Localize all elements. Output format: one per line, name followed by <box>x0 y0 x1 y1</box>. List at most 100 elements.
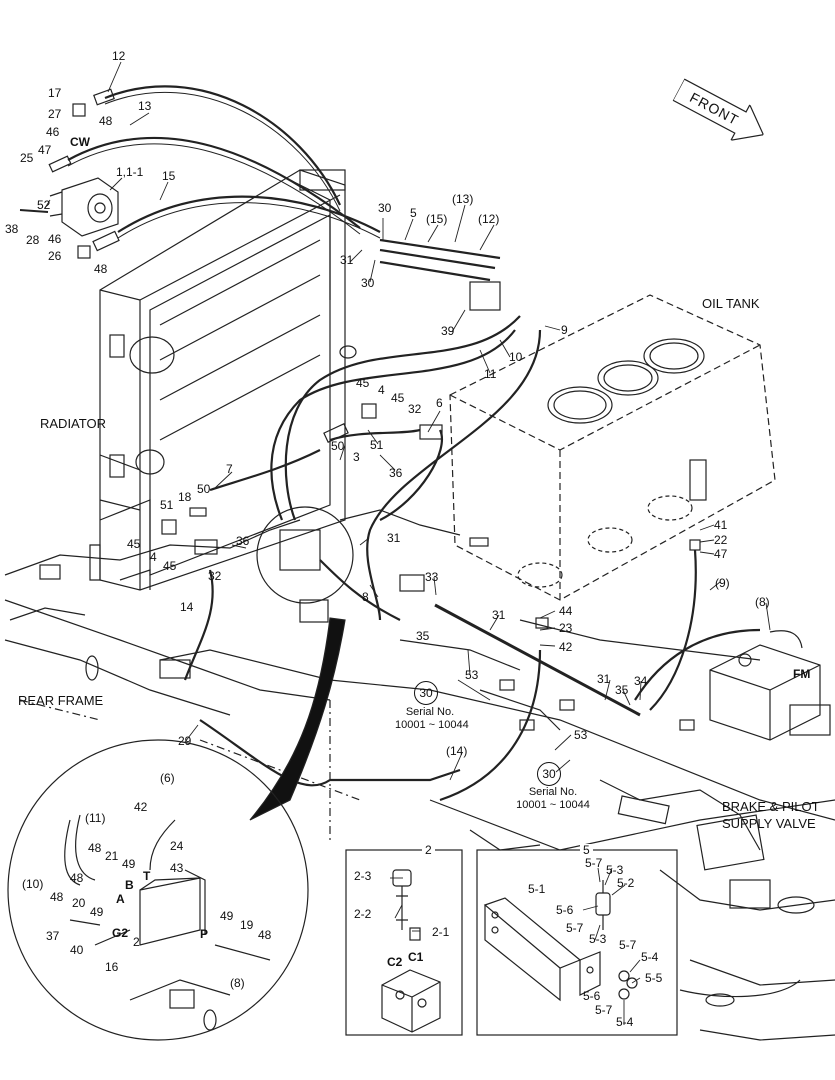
part-38: 38 <box>5 222 19 236</box>
brake-valve-body <box>709 630 831 741</box>
port-t: T <box>143 869 151 883</box>
part-43: 43 <box>170 861 184 875</box>
box-5-item-7-c: 5-7 <box>619 938 637 952</box>
part-26: 26 <box>48 249 62 263</box>
part-30-b: 30 <box>361 276 375 290</box>
part-45-c: 45 <box>127 537 141 551</box>
part-49-a: 49 <box>122 857 136 871</box>
box-5-item-6-a: 5-6 <box>556 903 574 917</box>
part-34: 34 <box>634 674 648 688</box>
brake-valve-label-2: SUPPLY VALVE <box>722 816 816 831</box>
box-5-frame <box>476 849 678 1036</box>
part-46-b: 46 <box>48 232 62 246</box>
box-5-title: 5 <box>580 844 593 856</box>
serial-range-b: 10001 ~ 10044 <box>516 799 590 811</box>
part-45-b: 45 <box>391 391 405 405</box>
part-22: 22 <box>714 533 728 547</box>
rear-frame-outline <box>4 509 835 1041</box>
part-11b: (11) <box>85 811 106 825</box>
part-11: 11 <box>484 367 497 381</box>
box-2-title: 2 <box>422 844 435 856</box>
part-48-d: 48 <box>70 871 84 885</box>
port-c2: C2 <box>387 955 403 969</box>
box-2-frame <box>345 849 463 1036</box>
part-19: 19 <box>240 918 254 932</box>
box-5-item-7-d: 5-7 <box>595 1003 613 1017</box>
part-18: 18 <box>178 490 192 504</box>
radiator-label: RADIATOR <box>40 416 106 431</box>
port-b: B <box>125 878 134 892</box>
part-45-a: 45 <box>356 376 370 390</box>
box-5-item-6-b: 5-6 <box>583 989 601 1003</box>
rear-frame-label: REAR FRAME <box>18 693 104 708</box>
part-16: 16 <box>105 960 119 974</box>
part-51-a: 51 <box>370 438 384 452</box>
part-14: 14 <box>180 600 194 614</box>
part-42-b: 42 <box>134 800 148 814</box>
oil-tank <box>449 294 776 601</box>
part-12: 12 <box>112 49 126 63</box>
part-47-a: 47 <box>38 143 52 157</box>
part-42-a: 42 <box>559 640 573 654</box>
part-49-c: 49 <box>220 909 234 923</box>
part-1: 1,1-1 <box>116 165 144 179</box>
port-c1: C1 <box>408 950 424 964</box>
brake-valve-label-1: BRAKE & PILOT <box>722 799 820 814</box>
part-9: 9 <box>561 323 568 337</box>
part-32-a: 32 <box>408 402 422 416</box>
part-36-b: 36 <box>236 534 250 548</box>
part-37: 37 <box>46 929 60 943</box>
part-25: 25 <box>20 151 34 165</box>
serial-range-a: 10001 ~ 10044 <box>395 719 469 731</box>
serial-title-b: Serial No. <box>528 786 578 798</box>
part-30-a: 30 <box>378 201 392 215</box>
part-29: 29 <box>178 734 192 748</box>
part-48-c: 48 <box>88 841 102 855</box>
part-33: 33 <box>425 570 439 584</box>
part-12b: (12) <box>478 212 500 226</box>
box-5-item-3-b: 5-3 <box>589 932 607 946</box>
fan-motor <box>49 177 119 237</box>
radiator-body <box>89 169 357 591</box>
part-36-a: 36 <box>389 466 403 480</box>
serial-a: Serial No. 10001 ~ 10044 <box>395 706 469 732</box>
part-4-a: 4 <box>378 383 385 397</box>
part-10: 10 <box>509 350 523 364</box>
part-45-d: 45 <box>163 559 177 573</box>
front-arrow: FRONT <box>669 72 773 152</box>
part-8b: (8) <box>755 595 770 609</box>
part-3: 3 <box>353 450 360 464</box>
front-arrow-icon <box>672 78 765 141</box>
part-8: 8 <box>362 590 369 604</box>
part-31-b: 31 <box>387 531 401 545</box>
box-5-item-2: 5-2 <box>617 876 635 890</box>
part-44: 44 <box>559 604 573 618</box>
part-50-b: 50 <box>197 482 211 496</box>
part-24: 24 <box>170 839 184 853</box>
detail-callout <box>7 506 354 1041</box>
part-47-b: 47 <box>714 547 728 561</box>
fm-label: FM <box>793 667 811 681</box>
part-35-a: 35 <box>416 629 430 643</box>
part-2-a: 2 <box>133 935 140 949</box>
port-p: P <box>200 927 209 941</box>
part-48-a: 48 <box>99 114 113 128</box>
port-a: A <box>116 892 125 906</box>
part-20: 20 <box>72 896 86 910</box>
part-32-b: 32 <box>208 569 222 583</box>
oil-tank-label: OIL TANK <box>702 296 760 311</box>
box-5-item-3-a: 5-3 <box>606 863 624 877</box>
part-9b: (9) <box>715 576 730 590</box>
part-50-a: 50 <box>331 439 345 453</box>
part-17: 17 <box>48 86 62 100</box>
part-7: 7 <box>226 462 233 476</box>
box-5-item-5: 5-5 <box>645 971 663 985</box>
part-49-b: 49 <box>90 905 104 919</box>
box-5-item-7-b: 5-7 <box>566 921 584 935</box>
part-27: 27 <box>48 107 62 121</box>
serial-title-a: Serial No. <box>405 706 455 718</box>
part-31-c: 31 <box>492 608 506 622</box>
part-48-b: 48 <box>94 262 108 276</box>
box-5-item-4-a: 5-4 <box>641 950 659 964</box>
